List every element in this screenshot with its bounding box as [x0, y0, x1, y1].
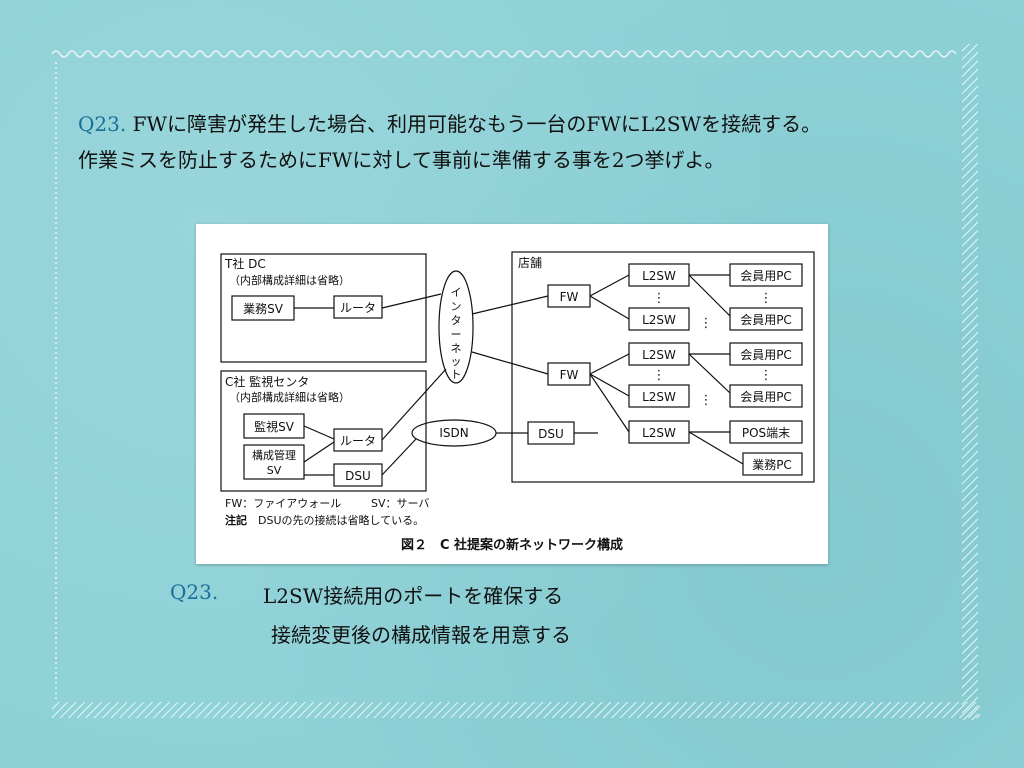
- l2sw-label-1: L2SW: [642, 269, 676, 283]
- question-text: Q23. FWに障害が発生した場合、利用可能なもう一台のFWにL2SWを接続する…: [78, 106, 958, 178]
- l2sw-vdots-2: ⋮: [653, 368, 666, 383]
- l2sw-label-2: L2SW: [642, 313, 676, 327]
- fw-label-1: FW: [560, 290, 579, 304]
- side-vdots-2: ⋮: [700, 393, 713, 408]
- internet-char-4: ー: [451, 328, 462, 341]
- csha-title: C社 監視センタ: [225, 374, 309, 389]
- legend-fw: FW：ファイアウォール: [225, 497, 341, 510]
- member-pc-box-2: [729, 307, 803, 331]
- question-line-1-text: FWに障害が発生した場合、利用可能なもう一台のFWにL2SWを接続する。: [132, 112, 822, 136]
- internet-char-6: ッ: [451, 355, 462, 368]
- tdc-router-box: [333, 295, 383, 319]
- member-pc-label-4: 会員用PC: [740, 390, 792, 404]
- store-box: [511, 251, 815, 483]
- legend-sv: SV：サーバ: [371, 497, 429, 510]
- tdc-box: [220, 253, 427, 363]
- member-pc-label-1: 会員用PC: [740, 269, 792, 283]
- kosei-kanri-label-1: 構成管理: [252, 448, 296, 462]
- tdc-title: T社 DC: [224, 256, 266, 271]
- decorative-frame-left: [55, 62, 57, 702]
- decorative-frame-right: [962, 44, 978, 720]
- store-dsu-label: DSU: [538, 427, 564, 441]
- note-label: 注記: [225, 513, 247, 527]
- side-vdots-1: ⋮: [700, 316, 713, 331]
- member-pc-label-2: 会員用PC: [740, 313, 792, 327]
- figure-caption: 図２ C 社提案の新ネットワーク構成: [401, 537, 623, 553]
- gyomu-sv-label: 業務SV: [243, 302, 284, 316]
- l2sw-label-5: L2SW: [642, 426, 676, 440]
- member-pc-label-3: 会員用PC: [740, 348, 792, 362]
- answer-line-1: L2SW接続用のポートを確保する: [263, 584, 564, 608]
- member-pc-box-4: [729, 384, 803, 408]
- question-line-1: Q23. FWに障害が発生した場合、利用可能なもう一台のFWにL2SWを接続する…: [78, 106, 958, 142]
- network-diagram: T社 DC （内部構成詳細は省略） 業務SV ルータ C社 監視センタ （内部構…: [196, 224, 828, 564]
- answer-line-2: 接続変更後の構成情報を用意する: [271, 623, 571, 647]
- kanshi-sv-label: 監視SV: [254, 419, 295, 434]
- fw-label-2: FW: [560, 368, 579, 382]
- isdn-label: ISDN: [439, 426, 468, 440]
- pos-label: POS端末: [742, 426, 790, 440]
- tdc-note: （内部構成詳細は省略）: [229, 273, 350, 287]
- note-text: DSUの先の接続は省略している。: [258, 513, 424, 527]
- pc-vdots-2: ⋮: [760, 368, 773, 383]
- pc-vdots-1: ⋮: [760, 291, 773, 306]
- internet-char-3: タ: [451, 314, 462, 327]
- kosei-kanri-label-2: SV: [267, 464, 282, 477]
- csha-box: [220, 370, 427, 492]
- csha-router-label: ルータ: [340, 434, 376, 448]
- question-number: Q23.: [78, 112, 127, 136]
- internet-char-5: ネ: [451, 342, 462, 355]
- csha-note: （内部構成詳細は省略）: [229, 390, 350, 404]
- decorative-frame-bottom: [52, 702, 980, 718]
- internet-cloud: [438, 270, 474, 384]
- gyomu-pc-label: 業務PC: [752, 458, 792, 472]
- internet-char-7: ト: [451, 368, 462, 381]
- answer-number: Q23.: [170, 580, 219, 604]
- l2sw-label-4: L2SW: [642, 390, 676, 404]
- internet-char-2: ン: [451, 300, 462, 313]
- decorative-frame-top: [52, 50, 957, 58]
- l2sw-label-3: L2SW: [642, 348, 676, 362]
- l2sw-vdots-1: ⋮: [653, 291, 666, 306]
- store-label: 店舗: [518, 256, 542, 270]
- internet-char-1: イ: [451, 286, 462, 299]
- network-diagram-svg: T社 DC （内部構成詳細は省略） 業務SV ルータ C社 監視センタ （内部構…: [220, 251, 815, 553]
- tdc-router-label: ルータ: [340, 301, 376, 315]
- question-line-2: 作業ミスを防止するためにFWに対して事前に準備する事を2つ挙げよ。: [78, 148, 725, 172]
- csha-dsu-label: DSU: [345, 469, 371, 483]
